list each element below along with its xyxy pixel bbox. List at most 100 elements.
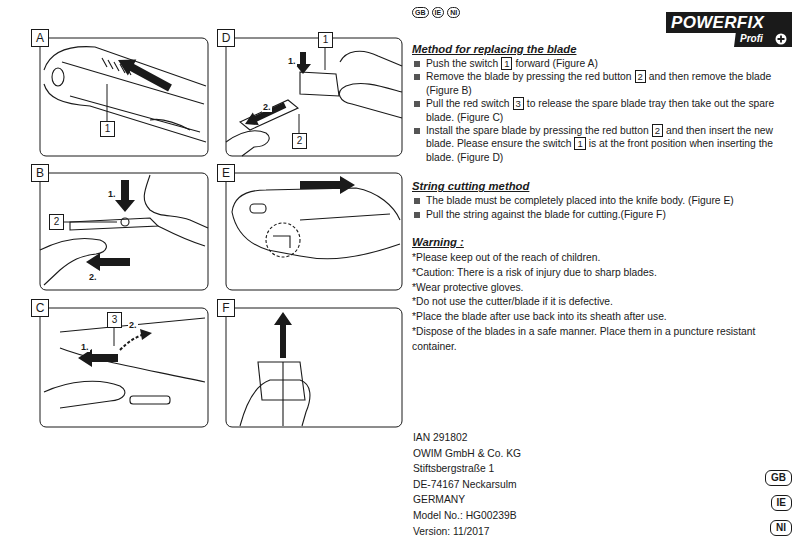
direction-arrow	[245, 102, 286, 125]
instruction-text: *Place the blade after use back into its…	[412, 311, 667, 322]
knife-outline	[44, 84, 206, 142]
button	[121, 218, 129, 226]
callout-number: 1	[574, 137, 585, 150]
panel-frame	[40, 173, 208, 290]
node-text: 1	[104, 122, 111, 136]
node-text: IE	[777, 496, 786, 510]
warning-line: *Place the blade after use back into its…	[412, 310, 794, 325]
blade-outline	[240, 100, 298, 130]
hand-outline	[44, 381, 125, 408]
address-line: Stiftsbergstraße 1	[413, 461, 521, 477]
direction-arrow	[118, 60, 172, 92]
warning-line: *Do not use the cutter/blade if it is de…	[412, 295, 794, 310]
figure-letter: A	[31, 29, 49, 47]
brand-text: Profi	[740, 33, 763, 45]
bullet-item: Pull the red switch3to release the spare…	[412, 97, 794, 124]
step-number: 1.	[107, 189, 117, 199]
slider	[250, 204, 266, 213]
detail-circle	[266, 223, 300, 257]
knife-outline	[60, 348, 205, 382]
warning-line: *Please keep out of the reach of childre…	[412, 251, 794, 266]
node-text: D	[221, 30, 231, 46]
hand-outline	[339, 84, 402, 118]
direction-arrow	[120, 335, 142, 350]
node-text: B	[35, 165, 45, 181]
bullet-item: Remove the blade by pressing the red but…	[412, 70, 794, 97]
text-column: Method for replacing the bladePush the s…	[412, 42, 794, 355]
address-line: IAN 291802	[413, 430, 521, 446]
direction-arrow	[115, 180, 135, 212]
window-slot	[130, 396, 170, 404]
logo-tab	[734, 31, 792, 47]
leader-line	[325, 48, 326, 70]
node-text: IE	[435, 8, 442, 17]
callout-number: 2	[652, 124, 663, 137]
panel-frame	[226, 38, 402, 156]
address-block: IAN 291802OWIM GmbH & Co. KGStiftsbergst…	[413, 430, 521, 539]
node-text: GB	[415, 8, 426, 17]
figure-letter: F	[217, 299, 235, 317]
node-text: F	[221, 300, 231, 316]
step-number: 1.	[287, 56, 297, 66]
panel-frame	[40, 308, 208, 427]
bullet-square	[414, 74, 420, 80]
hand-drawing	[44, 318, 205, 408]
address-line: OWIM GmbH & Co. KG	[413, 446, 521, 462]
instruction-text: Remove the blade by pressing the red but…	[426, 71, 632, 82]
callout-number: 2	[292, 133, 307, 149]
panel-frame	[226, 308, 402, 427]
node-text: A	[35, 30, 45, 46]
panel-frames	[40, 38, 402, 427]
callout-number: 3	[107, 312, 122, 328]
node-text: NI	[450, 8, 457, 17]
step-number: 2.	[128, 320, 138, 330]
knife-outline	[300, 72, 339, 96]
node-text: GB	[771, 471, 786, 485]
callout-number: 1	[100, 121, 115, 137]
language-badge: IE	[432, 7, 445, 18]
instruction-text: String cutting method	[412, 180, 529, 192]
hand-drawing	[240, 362, 310, 426]
leader-line	[114, 328, 115, 346]
knife-outline	[232, 212, 400, 259]
bullet-square	[414, 212, 420, 218]
panel-frame	[40, 38, 208, 156]
arrow-head	[140, 329, 152, 340]
node-text: 2	[53, 215, 60, 229]
knife-outline	[158, 226, 205, 246]
knife-outline	[150, 119, 190, 130]
knife-drawing	[44, 47, 206, 142]
node-text: 3	[111, 313, 118, 327]
bullet-square	[414, 128, 420, 134]
direction-arrow	[274, 312, 292, 358]
instruction-text: Warning :	[412, 236, 464, 248]
figure-letter: C	[31, 299, 49, 317]
knife-outline	[70, 96, 200, 132]
bullet-item: Push the switch1forward (Figure A)	[412, 57, 794, 70]
language-badge: GB	[412, 7, 429, 18]
knife-outline	[300, 214, 390, 220]
figure-letter: E	[217, 164, 235, 182]
hand-outline	[144, 175, 208, 228]
node-text: E	[221, 165, 231, 181]
hand-outline	[340, 51, 402, 66]
language-badge: NI	[447, 7, 460, 18]
address-line: Version: 11/2017	[413, 524, 521, 540]
section-heading: Warning :	[412, 235, 794, 249]
brand-logo: POWERFIXProfi	[666, 12, 792, 47]
hand-outline	[240, 380, 310, 426]
leader-line	[107, 84, 108, 121]
plus-symbol	[778, 36, 785, 43]
language-badge: NI	[770, 520, 792, 536]
logo-bar	[666, 12, 792, 33]
address-line: Model No.: HG00239B	[413, 508, 521, 524]
bullet-item: Install the spare blade by pressing the …	[412, 124, 794, 164]
instruction-text: *Wear protective gloves.	[412, 282, 523, 293]
language-badge: IE	[771, 495, 792, 511]
direction-arrow	[86, 253, 130, 271]
instruction-text: The blade must be completely placed into…	[426, 195, 734, 206]
knife-outline	[60, 318, 205, 332]
instruction-text: Install the spare blade by pressing the …	[426, 125, 649, 136]
instruction-text: Push the switch	[426, 58, 498, 69]
